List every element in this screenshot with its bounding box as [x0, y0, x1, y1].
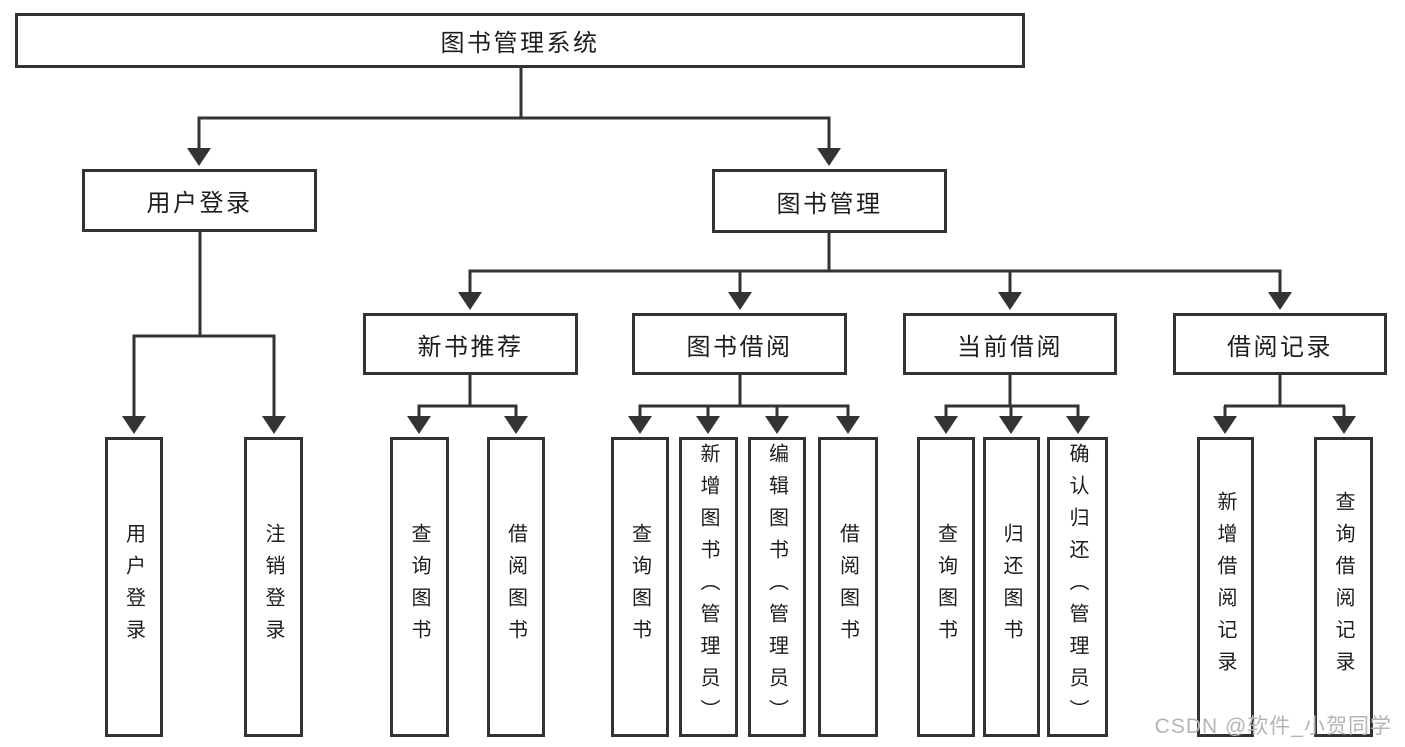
node-leaf-query-books-3-label: 查询图书: [934, 523, 957, 651]
node-book-mgmt-label: 图书管理: [776, 190, 883, 218]
watermark: CSDN @软件_小贺同学: [1154, 715, 1392, 738]
node-leaf-add-borrow-record: 新增借阅记录: [1197, 437, 1254, 737]
node-book-mgmt: 图书管理: [712, 169, 947, 233]
node-leaf-borrow-books-1-label: 借阅图书: [504, 523, 527, 651]
node-user-login: 用户登录: [82, 169, 317, 232]
node-leaf-edit-books-admin-label: 编辑图书（管理员）: [765, 443, 788, 731]
node-leaf-add-books-admin-label: 新增图书（管理员）: [697, 443, 719, 731]
node-new-book-rec-label: 新书推荐: [417, 333, 524, 361]
node-new-book-rec: 新书推荐: [363, 313, 578, 375]
node-leaf-borrow-books-2: 借阅图书: [818, 437, 878, 737]
node-borrow-record: 借阅记录: [1173, 313, 1387, 375]
node-leaf-query-books-1-label: 查询图书: [408, 523, 430, 651]
node-leaf-user-login: 用户登录: [105, 437, 163, 737]
node-leaf-query-books-2-label: 查询图书: [628, 523, 651, 651]
node-leaf-borrow-books-1: 借阅图书: [487, 437, 545, 737]
node-user-login-label: 用户登录: [146, 190, 253, 217]
connector-root-to-level2: [187, 68, 841, 166]
node-root-label: 图书管理系统: [440, 30, 600, 57]
node-leaf-user-login-label: 用户登录: [122, 523, 145, 651]
node-leaf-query-books-1: 查询图书: [390, 437, 449, 737]
node-leaf-query-books-3: 查询图书: [917, 437, 975, 737]
connector-borrow-record-children: [1213, 375, 1356, 434]
node-root: 图书管理系统: [15, 13, 1025, 68]
node-leaf-query-books-2: 查询图书: [611, 437, 669, 737]
node-leaf-confirm-return-admin: 确认归还（管理员）: [1047, 437, 1108, 737]
connector-user-login-children: [122, 232, 286, 434]
node-leaf-logout-label: 注销登录: [262, 523, 284, 651]
node-leaf-query-borrow-record-label: 查询借阅记录: [1332, 491, 1354, 683]
connector-book-borrow-children: [628, 375, 860, 434]
node-leaf-edit-books-admin: 编辑图书（管理员）: [748, 437, 806, 737]
node-leaf-return-books: 归还图书: [983, 437, 1040, 737]
node-leaf-add-borrow-record-label: 新增借阅记录: [1214, 491, 1236, 683]
node-leaf-add-books-admin: 新增图书（管理员）: [679, 437, 738, 737]
node-book-borrow: 图书借阅: [632, 313, 847, 375]
connector-new-book-rec-children: [407, 375, 528, 434]
node-current-borrow: 当前借阅: [903, 313, 1117, 375]
connector-book-mgmt-to-level3: [458, 233, 1292, 310]
node-leaf-confirm-return-admin-label: 确认归还（管理员）: [1066, 443, 1088, 731]
node-leaf-logout: 注销登录: [244, 437, 303, 737]
node-leaf-return-books-label: 归还图书: [1000, 523, 1022, 651]
node-book-borrow-label: 图书借阅: [686, 333, 793, 361]
connector-current-borrow-children: [934, 375, 1090, 434]
node-current-borrow-label: 当前借阅: [957, 333, 1063, 361]
node-borrow-record-label: 借阅记录: [1227, 333, 1333, 361]
node-leaf-borrow-books-2-label: 借阅图书: [836, 523, 859, 651]
node-leaf-query-borrow-record: 查询借阅记录: [1314, 437, 1373, 737]
